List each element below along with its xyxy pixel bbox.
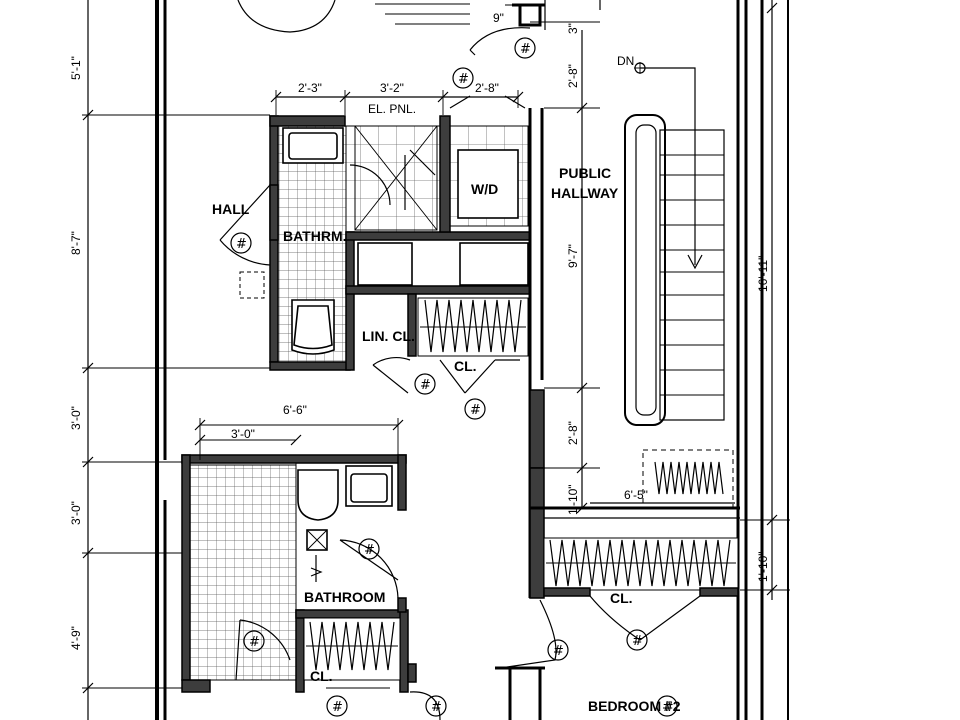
dim-left-8-7: 8'-7" bbox=[69, 231, 83, 255]
top-dimension-string bbox=[270, 4, 600, 115]
dim-top-3-2: 3'-2" bbox=[380, 81, 404, 95]
stair-lines-top bbox=[375, 3, 470, 25]
svg-text:#: # bbox=[662, 700, 673, 715]
label-dn: DN bbox=[617, 54, 634, 68]
toilet-bowl bbox=[293, 305, 333, 350]
room-label-wd: W/D bbox=[471, 181, 498, 197]
room-label-cl-bedroom: CL. bbox=[610, 590, 633, 606]
svg-text:#: # bbox=[332, 700, 343, 715]
door-tag: # bbox=[358, 538, 380, 560]
room-label-hall: HALL bbox=[212, 201, 250, 217]
dim-bath-6-6: 6'-6" bbox=[283, 403, 307, 417]
room-label-hallway: HALLWAY bbox=[551, 185, 619, 201]
label-el-pnl: EL. PNL. bbox=[368, 102, 416, 116]
dim-hall-6-5: 6'-5" bbox=[624, 488, 648, 502]
room-label-public: PUBLIC bbox=[559, 165, 611, 181]
dim-left-3-0-a: 3'-0" bbox=[69, 406, 83, 430]
door-tag: # bbox=[547, 639, 569, 661]
sink-basin bbox=[288, 132, 338, 160]
lower-bathroom-block bbox=[181, 454, 409, 693]
dim-right-1-10: 1'-10" bbox=[756, 551, 770, 582]
door-tag: # bbox=[626, 629, 648, 651]
closet-rod-upper bbox=[417, 297, 529, 357]
door-tag: # bbox=[414, 373, 436, 395]
dim-left-4-9: 4'-9" bbox=[69, 626, 83, 650]
svg-text:#: # bbox=[420, 378, 431, 393]
svg-text:#: # bbox=[458, 72, 469, 87]
cabinet-left bbox=[357, 242, 413, 286]
dim-hall-9-7: 9'-7" bbox=[566, 244, 580, 268]
public-hallway bbox=[528, 108, 740, 599]
svg-text:#: # bbox=[236, 237, 247, 252]
shower-door-swing bbox=[349, 164, 391, 206]
dim-top-2-8: 2'-8" bbox=[475, 81, 499, 95]
exterior-walls bbox=[155, 0, 789, 720]
door-tag: # bbox=[243, 630, 265, 652]
stair-run bbox=[624, 62, 734, 509]
dim-top-3: 3" bbox=[566, 23, 580, 34]
dim-hall-2-8-bot: 2'-8" bbox=[566, 421, 580, 445]
dim-left-5-1: 5'-1" bbox=[69, 56, 83, 80]
washer-dryer bbox=[457, 149, 519, 219]
svg-text:#: # bbox=[431, 700, 442, 715]
dim-hall-2-8-top: 2'-8" bbox=[566, 64, 580, 88]
svg-text:#: # bbox=[632, 634, 643, 649]
dim-left-3-0-b: 3'-0" bbox=[69, 501, 83, 525]
dim-top-2-3: 2'-3" bbox=[298, 81, 322, 95]
upper-bathroom-block bbox=[269, 115, 531, 371]
svg-text:#: # bbox=[470, 403, 481, 418]
room-label-cl-lower: CL. bbox=[310, 668, 333, 684]
svg-text:#: # bbox=[520, 42, 531, 57]
room-label-cl-upper: CL. bbox=[454, 358, 477, 374]
dim-top-9: 9" bbox=[493, 11, 504, 25]
door-swings-upper bbox=[219, 27, 531, 394]
door-tag: # bbox=[464, 398, 486, 420]
closet-rod-bedroom bbox=[543, 537, 739, 641]
hallway-dimensions bbox=[544, 0, 790, 600]
door-swing-bedroom bbox=[499, 599, 557, 669]
dim-bath-3-0: 3'-0" bbox=[231, 427, 255, 441]
round-table-outline bbox=[237, 0, 336, 33]
door-tag: # bbox=[656, 695, 678, 717]
left-dimension-string bbox=[82, 0, 270, 720]
room-label-bathrm: BATHRM. bbox=[283, 228, 347, 244]
top-right-wall bbox=[512, 3, 545, 27]
svg-text:#: # bbox=[553, 644, 564, 659]
door-tag: # bbox=[326, 695, 348, 717]
svg-text:#: # bbox=[249, 635, 260, 650]
cabinet-right bbox=[459, 242, 529, 286]
dim-hall-1-10: 1'-10" bbox=[566, 484, 580, 515]
door-tag: # bbox=[230, 232, 252, 254]
door-tag: # bbox=[452, 67, 474, 89]
room-label-bathroom: BATHROOM bbox=[304, 589, 385, 605]
door-tag: # bbox=[514, 37, 536, 59]
room-label-lin-cl: LIN. CL. bbox=[362, 328, 415, 344]
dim-right-16-11: 16'-11" bbox=[756, 256, 770, 292]
closet-rod-lower bbox=[303, 617, 401, 681]
door-tag: # bbox=[425, 695, 447, 717]
svg-text:#: # bbox=[364, 543, 375, 558]
toilet-lower bbox=[297, 469, 339, 521]
